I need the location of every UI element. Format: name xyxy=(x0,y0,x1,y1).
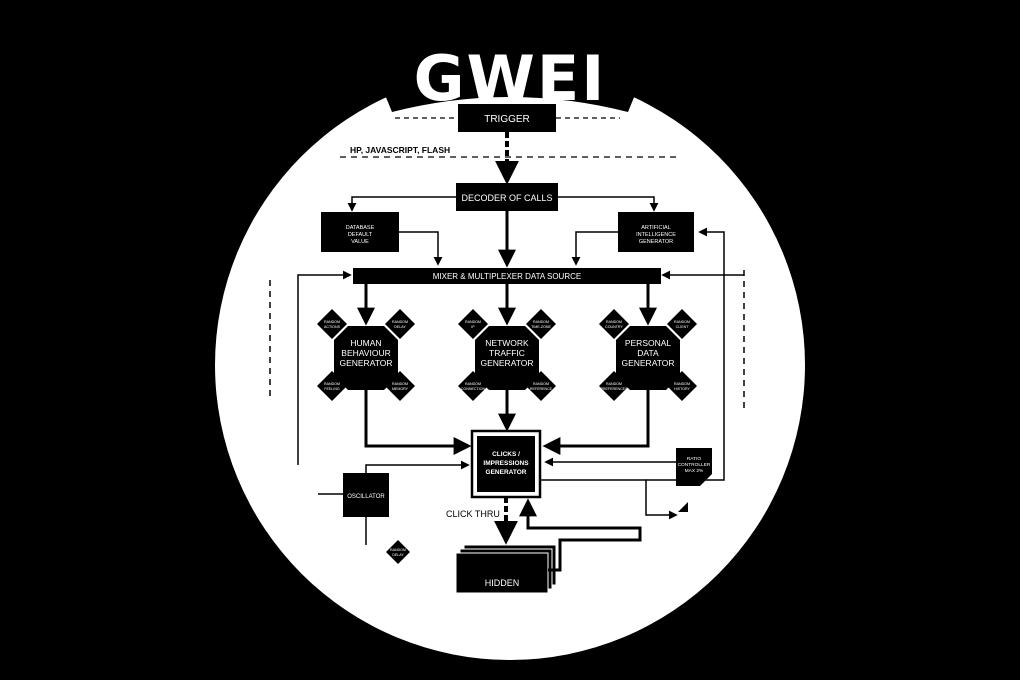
personal-satellite-1 xyxy=(599,309,629,339)
human-line-2: BEHAVIOUR xyxy=(341,348,390,358)
network-satellite-2-line-1: RANDOM xyxy=(533,320,549,324)
human-satellite-1-line-1: RANDOM xyxy=(324,320,340,324)
ratio-line-3: MAX 2% xyxy=(685,468,704,474)
personal-satellite-3-line-1: RANDOM xyxy=(606,382,622,386)
human-line-1: HUMAN xyxy=(350,338,381,348)
human-satellite-2 xyxy=(385,309,415,339)
personal-line-3: GENERATOR xyxy=(621,358,674,368)
human-satellite-3-line-1: RANDOM xyxy=(324,382,340,386)
personal-satellite-3-line-2: PREFERENCES xyxy=(601,387,629,391)
network-line-1: NETWORK xyxy=(485,338,529,348)
network-satellite-1 xyxy=(458,309,488,339)
ratio-line-1: RATIO xyxy=(687,456,702,462)
network-satellite-2 xyxy=(526,309,556,339)
ratio-box xyxy=(676,448,712,486)
network-generator: NETWORK TRAFFIC GENERATOR xyxy=(475,326,539,390)
decoder-label: DECODER OF CALLS xyxy=(461,193,552,203)
network-satellite-3 xyxy=(458,371,488,401)
human-line-3: GENERATOR xyxy=(339,358,392,368)
network-satellite-1-line-1: RANDOM xyxy=(465,320,481,324)
click-thru-label: CLICK THRU xyxy=(446,509,500,519)
human-satellite-2-line-2: DELAY xyxy=(394,325,406,329)
oscillator-box xyxy=(343,473,389,517)
random-delay-line-1: RANDOM xyxy=(390,548,406,552)
network-satellite-4-line-1: RANDOM xyxy=(533,382,549,386)
logo-text: GWEI xyxy=(414,42,607,115)
database-box xyxy=(321,212,399,252)
ai-line-3: GENERATOR xyxy=(639,239,673,245)
human-satellite-4 xyxy=(385,371,415,401)
ai-line-1: ARTIFICIAL xyxy=(641,225,671,231)
database-line-3: VALUE xyxy=(351,239,369,245)
clicks-box xyxy=(477,436,535,492)
database-line-1: DATABASE xyxy=(346,225,375,231)
human-satellite-3-line-2: FEELING xyxy=(324,387,340,391)
ai-box xyxy=(618,212,694,252)
personal-satellite-3 xyxy=(599,371,629,401)
network-satellite-1-line-2: IP xyxy=(471,325,475,329)
network-satellite-2-line-2: TIME-ZONE xyxy=(531,325,551,329)
ai-line-2: INTELLIGENCE xyxy=(636,232,676,238)
personal-satellite-2 xyxy=(667,309,697,339)
random-delay-diamond xyxy=(386,540,410,564)
trigger-label: TRIGGER xyxy=(484,114,530,125)
mixer-label: MIXER & MULTIPLEXER DATA SOURCE xyxy=(433,272,581,281)
personal-satellite-1-line-1: RANDOM xyxy=(606,320,622,324)
logo-ribbon xyxy=(370,38,650,112)
human-satellite-4-line-1: RANDOM xyxy=(392,382,408,386)
personal-satellite-1-line-2: COUNTRY xyxy=(605,325,623,329)
human-generator: HUMAN BEHAVIOUR GENERATOR xyxy=(334,326,398,390)
human-satellite-1 xyxy=(317,309,347,339)
database-line-2: DEFAULT xyxy=(348,232,373,238)
human-satellite-4-line-2: MEMORY xyxy=(392,387,409,391)
decoder-box xyxy=(456,183,558,211)
personal-line-1: PERSONAL xyxy=(625,338,672,348)
human-satellite-3 xyxy=(317,371,347,401)
clicks-line-2: IMPRESSIONS xyxy=(483,460,529,467)
human-satellite-2-line-1: RANDOM xyxy=(392,320,408,324)
personal-generator: PERSONAL DATA GENERATOR xyxy=(616,326,680,390)
clicks-line-3: GENERATOR xyxy=(486,469,527,476)
clicks-line-1: CLICKS / xyxy=(492,451,520,458)
personal-satellite-4 xyxy=(667,371,697,401)
network-satellite-3-line-2: CONNECTION xyxy=(461,387,486,391)
hidden-box xyxy=(455,552,549,594)
network-line-2: TRAFFIC xyxy=(489,348,525,358)
personal-satellite-2-line-1: RANDOM xyxy=(674,320,690,324)
trigger-box xyxy=(458,104,556,132)
oscillator-label: OSCILLATOR xyxy=(347,494,385,500)
network-satellite-4-line-2: REFERENCE xyxy=(530,387,553,391)
satellite-group: RANDOMACTIONSRANDOMDELAYRANDOMFEELINGRAN… xyxy=(317,309,697,401)
personal-satellite-4-line-2: HISTORY xyxy=(674,387,690,391)
network-line-3: GENERATOR xyxy=(480,358,533,368)
personal-satellite-2-line-2: CLIENT xyxy=(676,325,690,329)
network-satellite-3-line-1: RANDOM xyxy=(465,382,481,386)
ratio-line-2: CONTROLLER xyxy=(678,462,711,468)
diagram-body: TRIGGER HP, JAVASCRIPT, FLASH DECODER OF… xyxy=(269,104,745,594)
personal-satellite-4-line-1: RANDOM xyxy=(674,382,690,386)
random-delay-line-2: DELAY xyxy=(392,553,404,557)
network-satellite-4 xyxy=(526,371,556,401)
personal-line-2: DATA xyxy=(637,348,659,358)
mixer-bar xyxy=(353,268,661,284)
hidden-label: HIDDEN xyxy=(485,578,520,588)
tech-label: HP, JAVASCRIPT, FLASH xyxy=(350,145,450,155)
human-satellite-1-line-2: ACTIONS xyxy=(324,325,341,329)
logo-banner: GWEI xyxy=(370,38,650,115)
